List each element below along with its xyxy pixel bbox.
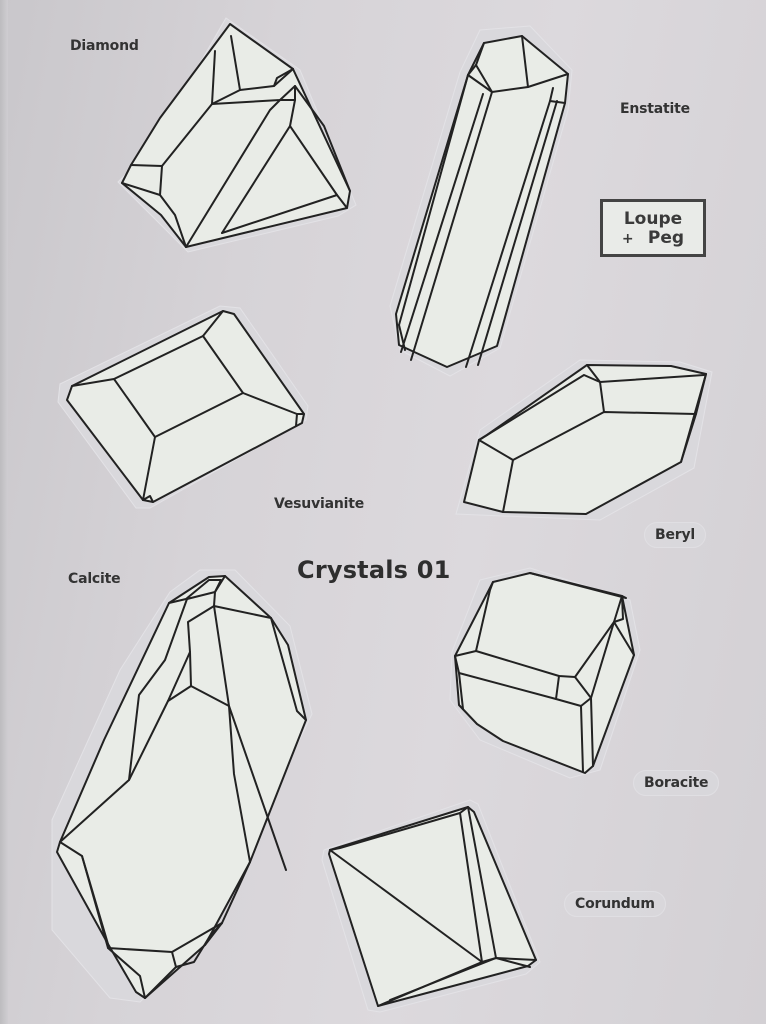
label-beryl: Beryl xyxy=(644,522,706,548)
badge-line2-text: Peg xyxy=(647,228,685,248)
badge-line2: + Peg xyxy=(603,229,703,249)
sheet-edge-shadow xyxy=(0,0,8,1024)
label-vesuvianite: Vesuvianite xyxy=(274,496,364,512)
boracite-crystal-icon xyxy=(449,567,641,779)
label-corundum: Corundum xyxy=(564,891,666,917)
plus-icon: + xyxy=(621,231,634,247)
corundum-crystal-icon xyxy=(321,799,541,1013)
loupe-peg-badge: Loupe + Peg xyxy=(600,199,706,257)
sheet-title: Crystals 01 xyxy=(297,556,451,584)
label-calcite: Calcite xyxy=(68,571,121,587)
diamond-crystal-icon xyxy=(117,17,357,253)
label-enstatite: Enstatite xyxy=(620,101,690,117)
badge-line1: Loupe xyxy=(623,209,683,229)
label-boracite: Boracite xyxy=(633,770,720,796)
enstatite-crystal-icon xyxy=(389,25,573,377)
vesuvianite-crystal-icon xyxy=(57,305,309,509)
beryl-crystal-icon xyxy=(455,359,713,521)
label-diamond: Diamond xyxy=(70,38,139,54)
calcite-crystal-icon xyxy=(51,569,313,1003)
